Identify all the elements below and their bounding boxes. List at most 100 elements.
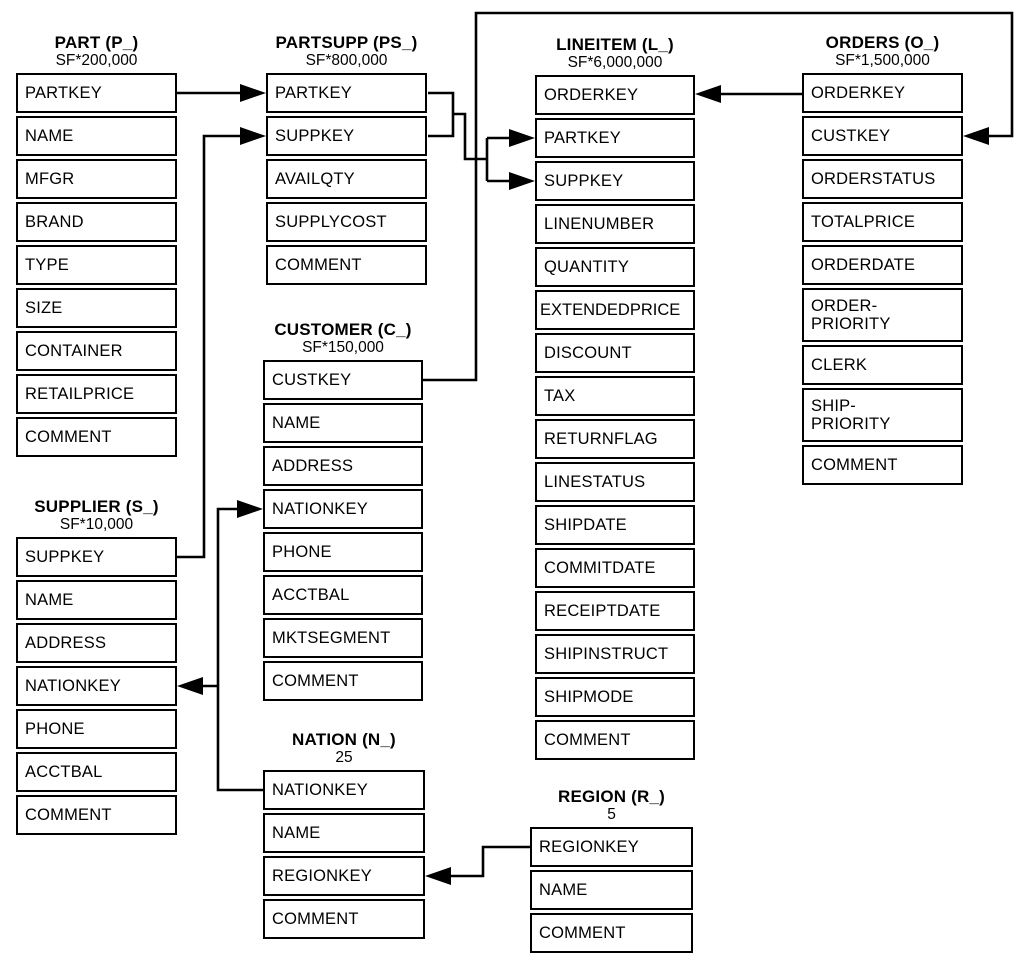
orders-col-comment: COMMENT bbox=[802, 445, 963, 485]
supplier-col-suppkey: SUPPKEY bbox=[16, 537, 177, 577]
lineitem-col-quantity: QUANTITY bbox=[535, 247, 695, 287]
table-part-cardinality: SF*200,000 bbox=[55, 52, 138, 69]
lineitem-col-shipmode: SHIPMODE bbox=[535, 677, 695, 717]
table-orders: ORDERS (O_) SF*1,500,000 ORDERKEY CUSTKE… bbox=[802, 33, 963, 488]
arrow-nation-nationkey-to-supplier bbox=[177, 677, 218, 695]
arrow-orders-orderkey-to-lineitem bbox=[695, 85, 802, 103]
orders-col-totalprice: TOTALPRICE bbox=[802, 202, 963, 242]
part-col-comment: COMMENT bbox=[16, 417, 177, 457]
customer-col-custkey: CUSTKEY bbox=[263, 360, 423, 400]
part-col-size: SIZE bbox=[16, 288, 177, 328]
part-col-mfgr: MFGR bbox=[16, 159, 177, 199]
table-region-header: REGION (R_) 5 bbox=[530, 787, 693, 824]
table-customer-title: CUSTOMER (C_) bbox=[274, 320, 412, 339]
supplier-col-nationkey: NATIONKEY bbox=[16, 666, 177, 706]
partsupp-col-availqty: AVAILQTY bbox=[266, 159, 427, 199]
supplier-col-acctbal: ACCTBAL bbox=[16, 752, 177, 792]
lineitem-col-commitdate: COMMITDATE bbox=[535, 548, 695, 588]
part-col-type: TYPE bbox=[16, 245, 177, 285]
supplier-col-comment: COMMENT bbox=[16, 795, 177, 835]
nation-col-regionkey: REGIONKEY bbox=[263, 856, 425, 896]
nation-col-name: NAME bbox=[263, 813, 425, 853]
part-col-name: NAME bbox=[16, 116, 177, 156]
part-col-partkey: PARTKEY bbox=[16, 73, 177, 113]
table-supplier: SUPPLIER (S_) SF*10,000 SUPPKEY NAME ADD… bbox=[16, 497, 177, 838]
lineitem-col-returnflag: RETURNFLAG bbox=[535, 419, 695, 459]
orders-col-shippriority: SHIP- PRIORITY bbox=[802, 388, 963, 442]
table-partsupp-header: PARTSUPP (PS_) SF*800,000 bbox=[266, 33, 427, 70]
nation-col-comment: COMMENT bbox=[263, 899, 425, 939]
table-lineitem-cardinality: SF*6,000,000 bbox=[567, 54, 663, 71]
orders-col-clerk: CLERK bbox=[802, 345, 963, 385]
table-nation-header: NATION (N_) 25 bbox=[263, 730, 425, 767]
table-orders-title: ORDERS (O_) bbox=[825, 33, 940, 52]
supplier-col-name: NAME bbox=[16, 580, 177, 620]
orders-col-orderstatus: ORDERSTATUS bbox=[802, 159, 963, 199]
part-col-container: CONTAINER bbox=[16, 331, 177, 371]
lineitem-col-linestatus: LINESTATUS bbox=[535, 462, 695, 502]
lineitem-col-comment: COMMENT bbox=[535, 720, 695, 760]
partsupp-col-comment: COMMENT bbox=[266, 245, 427, 285]
table-lineitem-header: LINEITEM (L_) SF*6,000,000 bbox=[535, 35, 695, 72]
table-lineitem: LINEITEM (L_) SF*6,000,000 ORDERKEY PART… bbox=[535, 35, 695, 763]
table-nation-cardinality: 25 bbox=[335, 749, 353, 766]
partsupp-col-supplycost: SUPPLYCOST bbox=[266, 202, 427, 242]
table-customer-cardinality: SF*150,000 bbox=[302, 339, 384, 356]
region-col-name: NAME bbox=[530, 870, 693, 910]
lineitem-col-shipdate: SHIPDATE bbox=[535, 505, 695, 545]
nation-col-nationkey: NATIONKEY bbox=[263, 770, 425, 810]
table-region: REGION (R_) 5 REGIONKEY NAME COMMENT bbox=[530, 787, 693, 956]
arrow-nation-nationkey-to-customer bbox=[216, 500, 263, 792]
arrow-customer-custkey-to-orders bbox=[423, 11, 1014, 382]
lineitem-col-shipinstruct: SHIPINSTRUCT bbox=[535, 634, 695, 674]
lineitem-col-orderkey: ORDERKEY bbox=[535, 75, 695, 115]
arrow-region-regionkey-to-nation bbox=[425, 845, 530, 885]
arrow-partsupp-keys-to-lineitem bbox=[428, 91, 535, 190]
table-partsupp-cardinality: SF*800,000 bbox=[305, 52, 388, 69]
lineitem-col-suppkey: SUPPKEY bbox=[535, 161, 695, 201]
lineitem-col-discount: DISCOUNT bbox=[535, 333, 695, 373]
lineitem-col-linenumber: LINENUMBER bbox=[535, 204, 695, 244]
lineitem-col-tax: TAX bbox=[535, 376, 695, 416]
orders-col-orderkey: ORDERKEY bbox=[802, 73, 963, 113]
orders-col-custkey: CUSTKEY bbox=[802, 116, 963, 156]
supplier-col-address: ADDRESS bbox=[16, 623, 177, 663]
table-lineitem-title: LINEITEM (L_) bbox=[556, 35, 674, 54]
table-supplier-cardinality: SF*10,000 bbox=[59, 516, 134, 533]
lineitem-col-extendedprice: EXTENDEDPRICE bbox=[535, 290, 695, 330]
customer-col-comment: COMMENT bbox=[263, 661, 423, 701]
lineitem-col-receiptdate: RECEIPTDATE bbox=[535, 591, 695, 631]
table-part-title: PART (P_) bbox=[54, 33, 139, 52]
table-part-header: PART (P_) SF*200,000 bbox=[16, 33, 177, 70]
partsupp-col-partkey: PARTKEY bbox=[266, 73, 427, 113]
orders-col-orderpriority: ORDER- PRIORITY bbox=[802, 288, 963, 342]
table-customer-header: CUSTOMER (C_) SF*150,000 bbox=[263, 320, 423, 357]
region-col-regionkey: REGIONKEY bbox=[530, 827, 693, 867]
table-region-title: REGION (R_) bbox=[557, 787, 666, 806]
table-supplier-title: SUPPLIER (S_) bbox=[34, 497, 159, 516]
part-col-retailprice: RETAILPRICE bbox=[16, 374, 177, 414]
customer-col-phone: PHONE bbox=[263, 532, 423, 572]
orders-col-orderdate: ORDERDATE bbox=[802, 245, 963, 285]
table-supplier-header: SUPPLIER (S_) SF*10,000 bbox=[16, 497, 177, 534]
region-col-comment: COMMENT bbox=[530, 913, 693, 953]
table-orders-header: ORDERS (O_) SF*1,500,000 bbox=[802, 33, 963, 70]
table-nation: NATION (N_) 25 NATIONKEY NAME REGIONKEY … bbox=[263, 730, 425, 942]
table-partsupp-title: PARTSUPP (PS_) bbox=[275, 33, 418, 52]
arrow-supplier-suppkey-to-partsupp bbox=[177, 127, 266, 559]
supplier-col-phone: PHONE bbox=[16, 709, 177, 749]
arrow-part-partkey-to-partsupp bbox=[177, 84, 266, 102]
table-nation-title: NATION (N_) bbox=[292, 730, 396, 749]
customer-col-name: NAME bbox=[263, 403, 423, 443]
table-customer: CUSTOMER (C_) SF*150,000 CUSTKEY NAME AD… bbox=[263, 320, 423, 704]
table-orders-cardinality: SF*1,500,000 bbox=[835, 52, 930, 69]
lineitem-col-partkey: PARTKEY bbox=[535, 118, 695, 158]
customer-col-mktsegment: MKTSEGMENT bbox=[263, 618, 423, 658]
customer-col-address: ADDRESS bbox=[263, 446, 423, 486]
table-region-cardinality: 5 bbox=[607, 806, 616, 823]
customer-col-acctbal: ACCTBAL bbox=[263, 575, 423, 615]
part-col-brand: BRAND bbox=[16, 202, 177, 242]
table-part: PART (P_) SF*200,000 PARTKEY NAME MFGR B… bbox=[16, 33, 177, 460]
